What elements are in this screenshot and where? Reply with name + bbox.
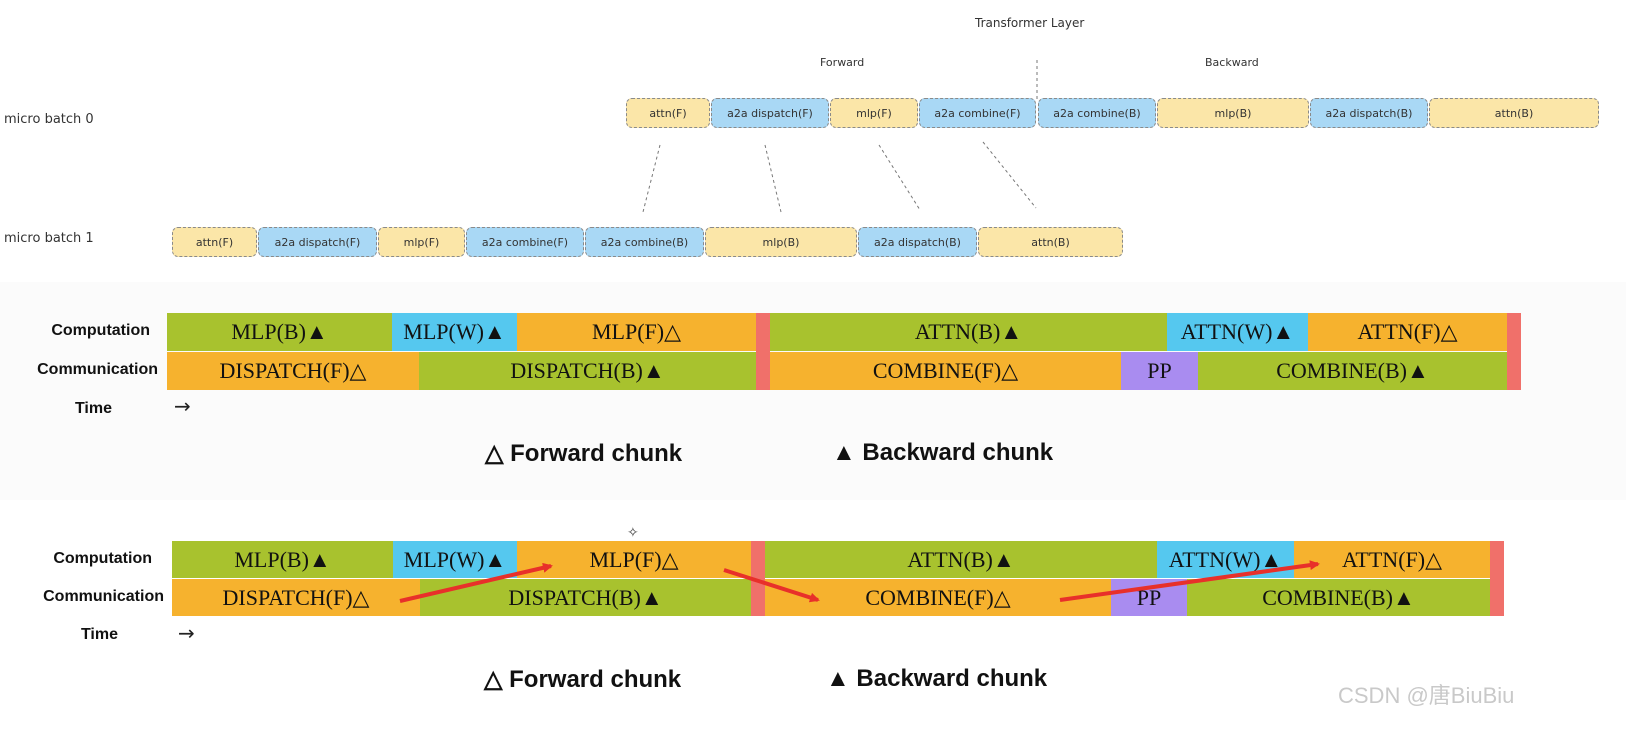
schedule-1-legend-forward: △ Forward chunk <box>485 440 683 467</box>
s1-comp-attn-b: ATTN(B)▲ <box>770 313 1167 351</box>
mb0-block-attn-f: attn(F) <box>626 98 710 128</box>
s2-comm-combine-f: COMBINE(F)△ <box>765 579 1111 616</box>
s1-comp-attn-f: ATTN(F)△ <box>1308 313 1507 351</box>
s1-comm-combine-f: COMBINE(F)△ <box>770 352 1121 390</box>
schedule-1-computation-label: Computation <box>51 322 150 339</box>
schedule-2-legend-forward: △ Forward chunk <box>484 666 682 693</box>
s1-comm-dispatch-f: DISPATCH(F)△ <box>167 352 419 390</box>
mb0-block-a2a-combine-f: a2a combine(F) <box>919 98 1036 128</box>
mb1-block-a2a-dispatch-f: a2a dispatch(F) <box>258 227 377 257</box>
cursor-sparkle-icon: ✧ <box>627 525 639 541</box>
schedule-2-computation-label: Computation <box>53 550 152 567</box>
s1-comp-mlp-f: MLP(F)△ <box>517 313 756 351</box>
s2-comm-combine-b: COMBINE(B)▲ <box>1187 579 1490 616</box>
s1-comp-separator-1 <box>756 313 770 390</box>
micro-batch-1-label: micro batch 1 <box>4 231 94 246</box>
micro-batch-0-label: micro batch 0 <box>4 112 94 127</box>
mb1-block-a2a-combine-b: a2a combine(B) <box>585 227 704 257</box>
s2-comp-attn-f: ATTN(F)△ <box>1294 541 1490 578</box>
schedule-1-communication-label: Communication <box>37 361 158 378</box>
forward-label: Forward <box>820 56 865 69</box>
mb1-block-attn-b: attn(B) <box>978 227 1123 257</box>
s2-comp-attn-b: ATTN(B)▲ <box>765 541 1157 578</box>
s1-comm-dispatch-b: DISPATCH(B)▲ <box>419 352 756 390</box>
arrow-mlp-f-to-combine-f <box>723 568 820 603</box>
schedule-1-time-arrow: → <box>174 394 191 418</box>
s1-comp-mlp-b: MLP(B)▲ <box>167 313 392 351</box>
mb0-block-a2a-dispatch-f: a2a dispatch(F) <box>711 98 829 128</box>
schedule-2-time-arrow: → <box>178 621 195 645</box>
mb1-block-mlp-f: mlp(F) <box>378 227 465 257</box>
connector-lines <box>642 60 1038 213</box>
s1-comm-combine-b: COMBINE(B)▲ <box>1198 352 1507 390</box>
mb0-block-mlp-f: mlp(F) <box>830 98 918 128</box>
s2-comp-mlp-w: MLP(W)▲ <box>393 541 517 578</box>
mb1-block-a2a-dispatch-b: a2a dispatch(B) <box>858 227 977 257</box>
s2-comp-mlp-f: MLP(F)△ <box>517 541 751 578</box>
mb1-block-a2a-combine-f: a2a combine(F) <box>466 227 584 257</box>
schedule-1-time-label: Time <box>74 400 112 417</box>
schedule-1-legend-backward: ▲ Backward chunk <box>832 439 1054 466</box>
csdn-watermark: CSDN @唐BiuBiu <box>1338 683 1515 708</box>
s1-comm-pp: PP <box>1121 352 1198 390</box>
s2-comm-dispatch-f: DISPATCH(F)△ <box>172 579 420 616</box>
mb1-block-attn-f: attn(F) <box>172 227 257 257</box>
s1-comp-attn-w: ATTN(W)▲ <box>1167 313 1308 351</box>
s2-comp-separator-2 <box>1490 541 1504 616</box>
connector-line-3 <box>878 144 921 211</box>
mb0-block-attn-b: attn(B) <box>1429 98 1599 128</box>
backward-label: Backward <box>1205 56 1259 69</box>
s1-comp-mlp-w: MLP(W)▲ <box>392 313 517 351</box>
schedule-2-legend-backward: ▲ Backward chunk <box>826 665 1048 692</box>
mb0-block-mlp-b: mlp(B) <box>1157 98 1309 128</box>
arrow-combine-f-to-attn-f <box>1059 560 1320 602</box>
s1-comp-separator-2 <box>1507 313 1521 390</box>
connector-line-4 <box>982 141 1037 209</box>
schedule-2-communication-label: Communication <box>43 588 164 605</box>
transformer-layer-title: Transformer Layer <box>975 16 1085 30</box>
arrow-dispatch-to-mlp-f <box>399 562 553 603</box>
schedule-2-time-label: Time <box>80 626 118 643</box>
s2-comp-attn-w: ATTN(W)▲ <box>1157 541 1294 578</box>
s2-comp-separator-1 <box>751 541 765 616</box>
mb0-block-a2a-dispatch-b: a2a dispatch(B) <box>1310 98 1428 128</box>
mb0-block-a2a-combine-b: a2a combine(B) <box>1038 98 1156 128</box>
s2-comp-mlp-b: MLP(B)▲ <box>172 541 393 578</box>
mb1-block-mlp-b: mlp(B) <box>705 227 857 257</box>
